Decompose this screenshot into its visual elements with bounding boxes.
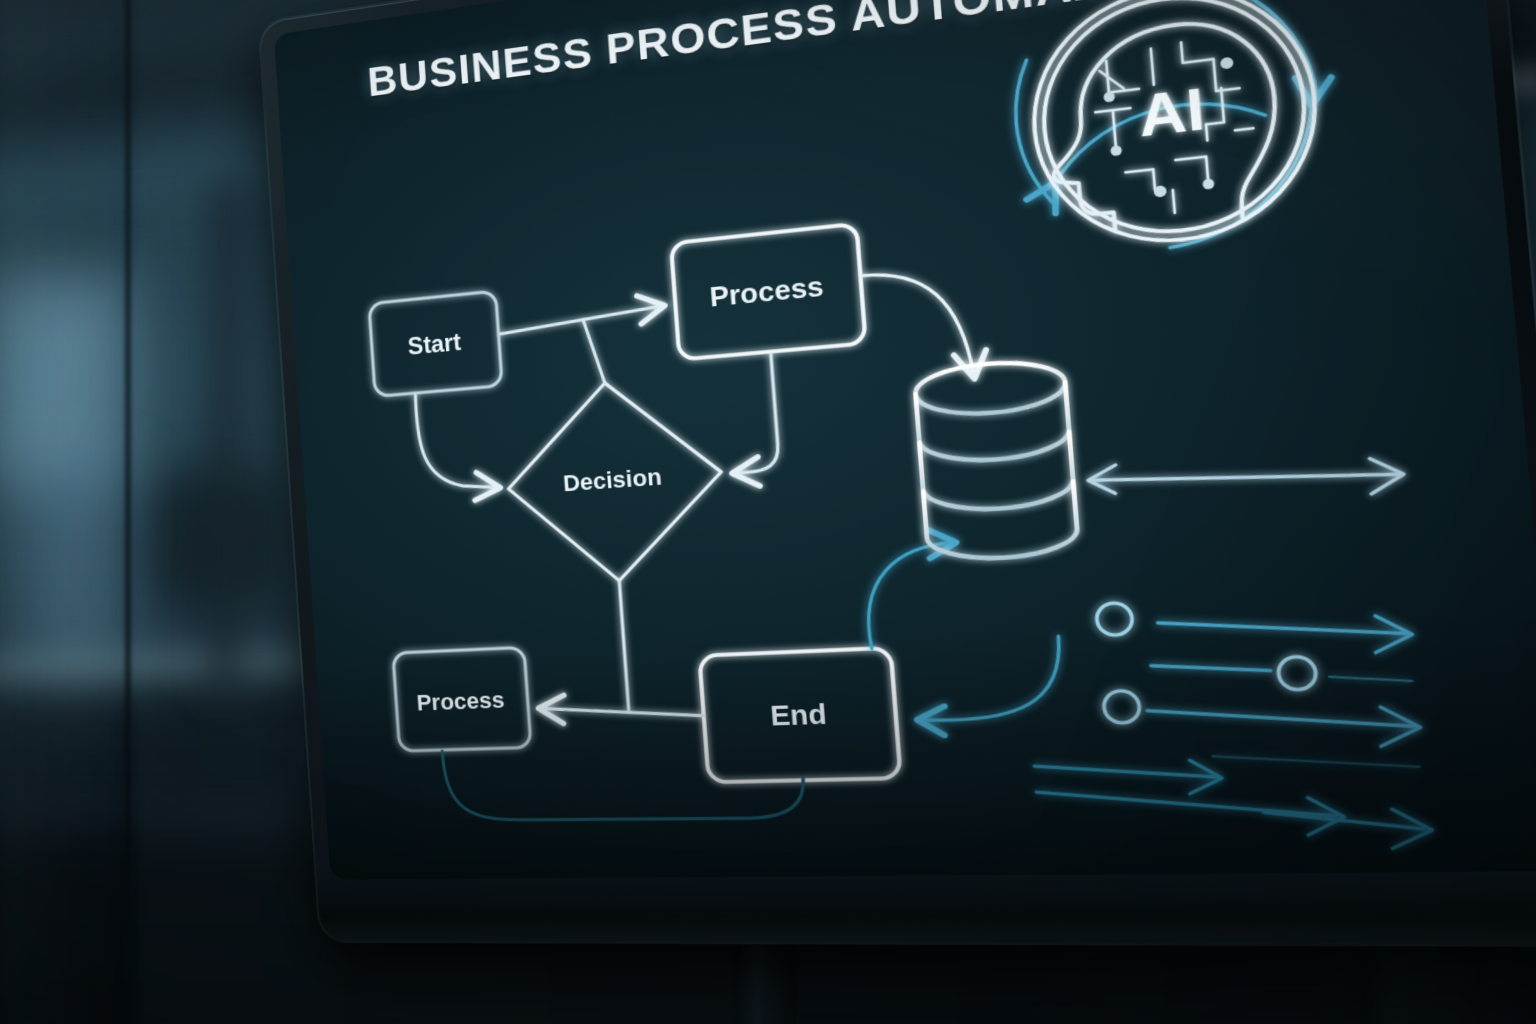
node-label-end: End: [769, 699, 827, 732]
flow-node-labels: Start Process Decision Process End: [407, 271, 828, 732]
slider-handle-3: [1103, 690, 1141, 723]
edge-process1-to-decision: [726, 354, 780, 473]
slider-group[interactable]: [1096, 589, 1422, 753]
slider-handle-1: [1096, 602, 1134, 635]
flow-arrow-3: [1264, 809, 1434, 850]
ai-brain-icon[interactable]: AI: [1007, 0, 1328, 262]
automation-diagram: Start Process Decision Process End: [274, 0, 1536, 880]
wall-display: BUSINESS PROCESS AUTOMAATION: [260, 0, 1536, 945]
edge-database-to-end: [914, 636, 1065, 721]
glass-mullion-left: [124, 0, 132, 1024]
database-icon[interactable]: [914, 358, 1079, 562]
node-label-start: Start: [407, 328, 462, 360]
display-chin: [316, 870, 1536, 945]
slider-row-2[interactable]: [1151, 652, 1413, 694]
edge-start-to-decision: [415, 389, 498, 493]
display-screen[interactable]: BUSINESS PROCESS AUTOMAATION: [274, 0, 1536, 880]
slider-row-1[interactable]: [1096, 589, 1414, 663]
edge-to-database-blue: [863, 543, 962, 649]
node-label-process-2: Process: [416, 686, 506, 715]
slider-row-3[interactable]: [1103, 681, 1422, 753]
ai-badge-label: AI: [1136, 75, 1208, 148]
slider-handle-2: [1277, 656, 1317, 690]
screen-content: BUSINESS PROCESS AUTOMAATION: [274, 0, 1536, 880]
flow-arrow-group: [1034, 751, 1434, 852]
double-arrow-icon[interactable]: [1087, 446, 1405, 511]
node-label-process-1: Process: [709, 271, 825, 313]
edge-branch-to-decision-top: [583, 318, 605, 384]
flow-arrow-1: [1034, 760, 1223, 797]
edge-decision-bottom: [619, 581, 628, 710]
edge-end-to-process2: [541, 703, 704, 721]
node-label-decision: Decision: [562, 463, 662, 497]
glass-pane-left: [0, 0, 128, 1024]
